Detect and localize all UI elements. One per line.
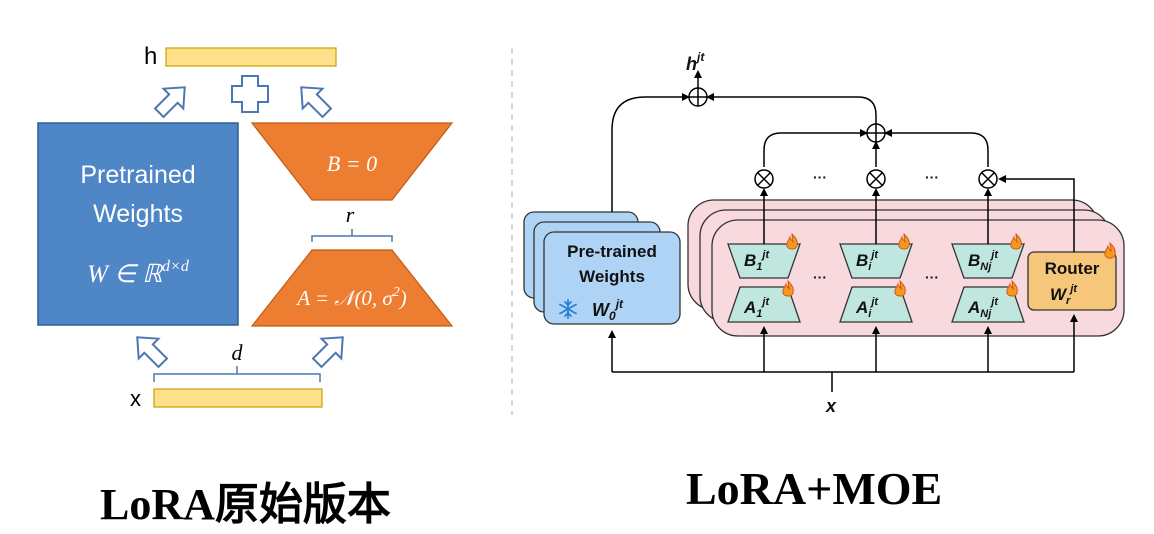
ellipsis-label: ··· [813,169,827,185]
router-weight-label: Wrjt [1050,283,1078,307]
sum-right-line [884,129,989,167]
expert-b-label: Bijt [856,249,879,273]
expert-b-block [839,243,913,279]
expert-to-output-line [706,93,877,124]
lora-x-bar [153,388,323,408]
expert-b-label: B1jt [744,249,770,273]
moe-pretrained-line2: Weights [579,267,645,286]
expert-a-label: Aijt [855,296,879,320]
expert-a-label: ANjjt [967,296,999,320]
lora-h-label: h [144,43,157,70]
multiply-icon [757,172,771,186]
router-label: Router [1045,259,1100,278]
moe-caption: LoRA+MOE [686,463,943,514]
hollow-arrow-input-right-icon [311,336,344,369]
matrix-b-block [250,122,454,201]
lora-caption: LoRA原始版本 [100,480,391,529]
plus-icon-output [689,88,707,106]
a-formula: A = 𝒩(0, σ2) [295,285,407,310]
d-brace [153,366,321,382]
pretrained-to-output-line [611,93,690,212]
hollow-arrow-up-right-icon [153,86,186,119]
sum-left-line [763,129,868,167]
ellipsis-label: ··· [925,269,939,285]
plus-icon [231,75,269,113]
weight-formula: W ∈ ℝd×d [87,258,190,288]
hollow-arrow-input-left-icon [136,336,169,369]
expert-b-label: BNjjt [968,249,999,273]
expert-a-label: A1jt [743,296,770,320]
lora-h-bar [165,47,337,67]
moe-x-label: x [825,396,837,416]
expert-a-block [727,286,801,323]
snowflake-icon [559,299,577,319]
multiply-icon [981,172,995,186]
pretrained-weights-block [37,122,239,326]
plus-icon-sum [867,124,885,142]
matrix-a-block [250,249,454,327]
r-label: r [346,202,355,227]
hollow-arrow-up-left-icon [300,86,333,119]
expert-a-block [951,286,1025,323]
pretrained-label-line2: Weights [93,200,183,228]
expert-b-block [951,243,1025,279]
r-brace [311,229,393,242]
expert-b-block [727,243,801,279]
lora-x-label: x [130,386,141,411]
ellipsis-label: ··· [925,169,939,185]
moe-pretrained-line1: Pre-trained [567,242,657,261]
d-label: d [232,340,244,365]
router-block [1027,251,1117,311]
pretrained-label-line1: Pretrained [80,161,195,189]
moe-pretrained-block [543,231,681,325]
expert-a-block [839,286,913,323]
b-formula: B = 0 [327,151,377,176]
router-gate-line [998,175,1075,252]
w0-label: W0jt [592,297,624,323]
ellipsis-label: ··· [813,269,827,285]
multiply-icon [869,172,883,186]
moe-h-label: hjt [686,50,705,74]
lora-diagram: h Pretrained Weights W ∈ ℝd×d B = 0 r A … [37,43,454,411]
